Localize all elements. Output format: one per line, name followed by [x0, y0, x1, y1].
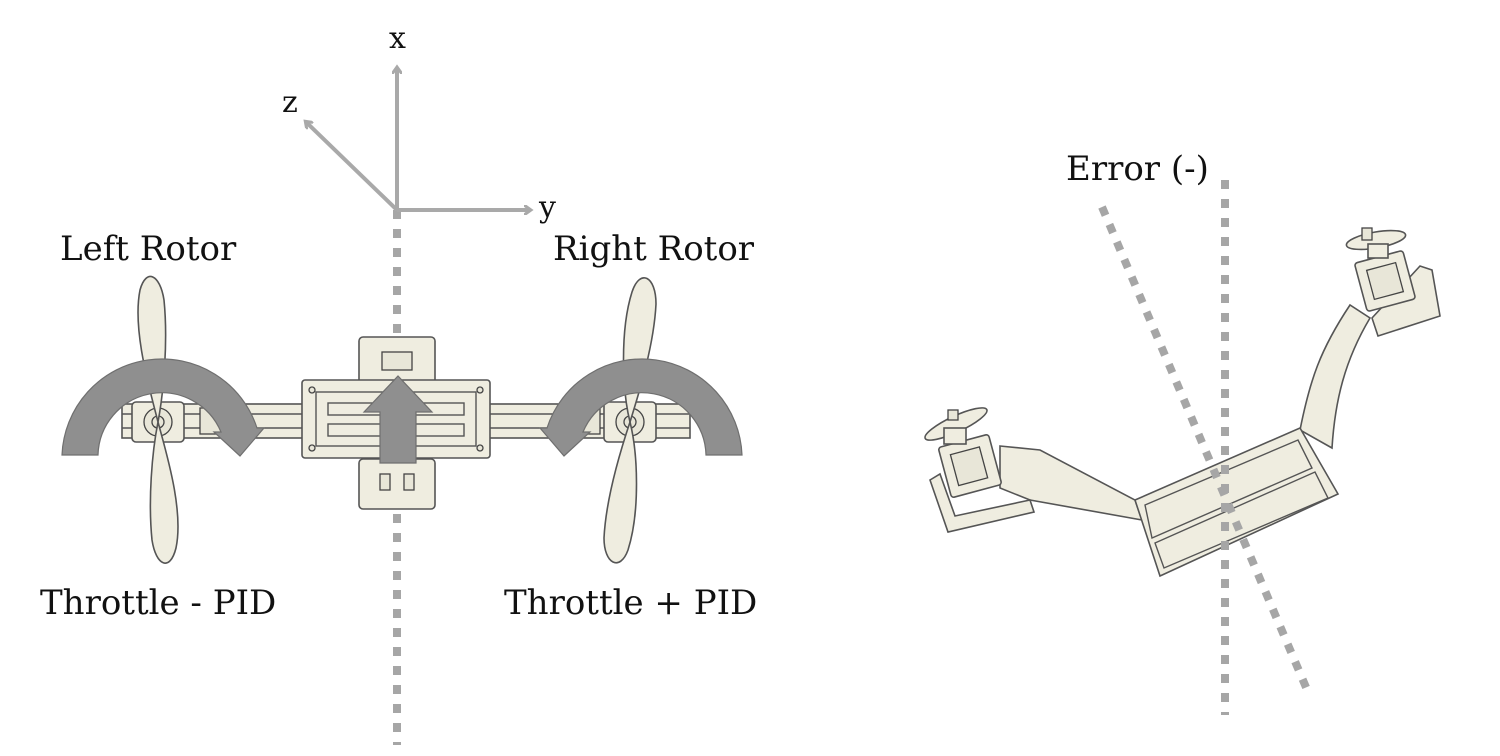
right-rotor-label: Right Rotor [553, 229, 755, 269]
axis-z-label: z [282, 85, 298, 120]
right-rotation-curved-arrow-icon [538, 358, 743, 457]
axis-y-label: y [538, 190, 556, 225]
left-formula-label: Throttle - PID [40, 583, 276, 623]
left-rotor-label: Left Rotor [60, 229, 237, 269]
axis-z-line [306, 122, 399, 212]
thrust-up-arrow-icon [362, 375, 434, 464]
axis-x-label: x [389, 21, 406, 56]
coordinate-axes: x y z [282, 21, 556, 225]
error-label: Error (-) [1066, 149, 1209, 189]
left-rotation-curved-arrow-icon [61, 358, 266, 457]
right-formula-label: Throttle + PID [504, 583, 757, 623]
tilted-dotted-line [1098, 205, 1312, 694]
top-view: x y z [40, 21, 757, 745]
tilted-view: Error (-) [924, 149, 1441, 715]
tilted-frame [924, 227, 1441, 578]
